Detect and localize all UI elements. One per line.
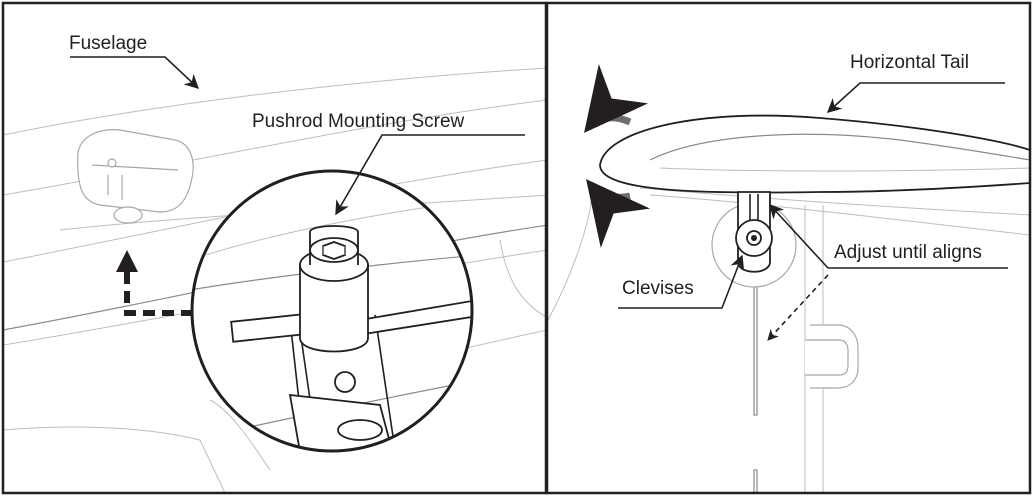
right-panel [547, 64, 1030, 493]
tail-structure [547, 187, 1030, 493]
clevis-assembly [711, 191, 797, 288]
horizontal-tail-label: Horizontal Tail [850, 52, 969, 73]
horizontal-tail [599, 114, 1030, 194]
control-horn [77, 129, 194, 224]
adjust-label: Adjust until aligns [834, 242, 982, 263]
screw-callout [335, 134, 525, 216]
guide-arrow [116, 250, 200, 316]
fuselage-callout [70, 56, 200, 89]
fuselage-label: Fuselage [69, 33, 148, 54]
left-panel [3, 56, 546, 493]
tail-callout [826, 82, 1005, 113]
adjust-callout [767, 203, 1008, 341]
zoom-circle [190, 169, 474, 453]
rotation-arrows [584, 64, 651, 248]
pushrod-screw-label: Pushrod Mounting Screw [252, 111, 465, 132]
clevises-label: Clevises [622, 278, 694, 299]
clevis-callout [618, 254, 745, 309]
right-panel-frame [545, 1, 1032, 495]
